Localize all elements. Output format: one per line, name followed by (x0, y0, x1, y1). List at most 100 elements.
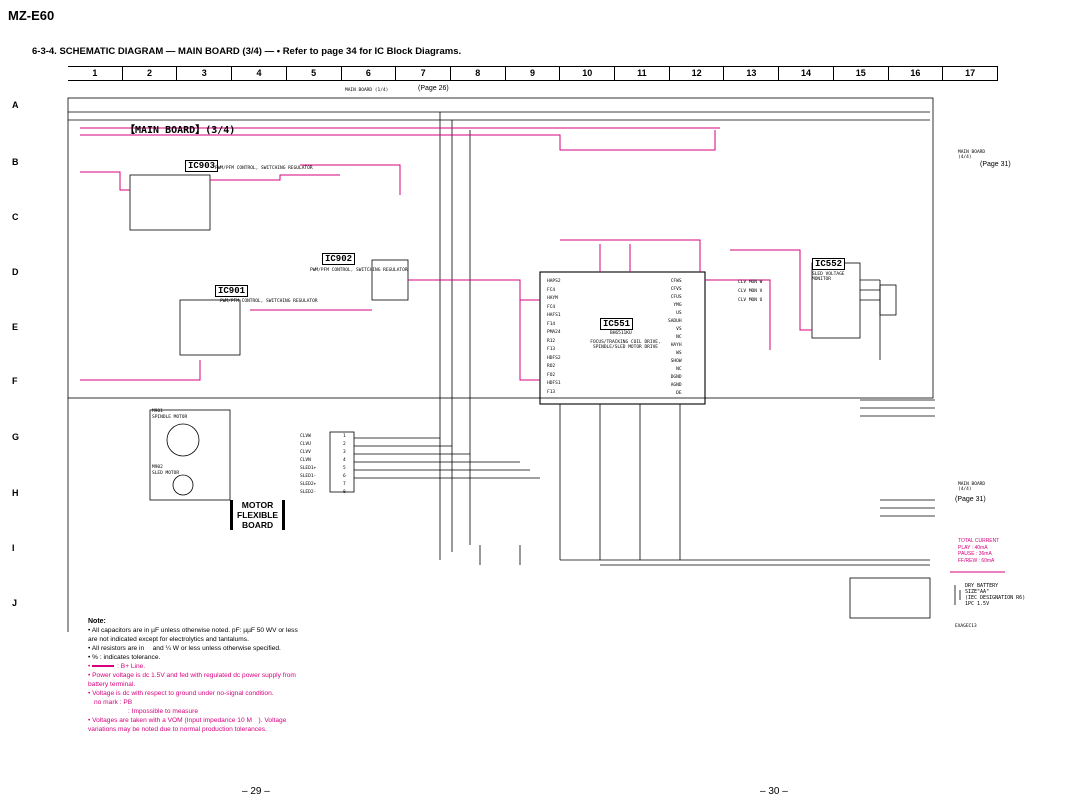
notes-title: Note: (88, 618, 106, 625)
connector-pin-name: SLED2- (300, 490, 317, 495)
note-item: • % : indicates tolerance. (88, 654, 161, 661)
column-label: 3 (177, 67, 233, 80)
connector-pin-number: 7 (343, 482, 346, 487)
pin-label: RO2 (547, 364, 556, 369)
notes-block: Note: • All capacitors are in µF unless … (88, 617, 298, 734)
row-label: G (12, 432, 20, 442)
row-label: H (12, 488, 19, 498)
page-number-left: – 29 – (242, 786, 270, 797)
pin-label: CFVS (670, 287, 682, 292)
column-label: 5 (287, 67, 342, 80)
ic551-part: BH6511KU (610, 331, 632, 336)
board-title: 【MAIN BOARD】(3/4) (125, 125, 236, 136)
connector-pin-number: 6 (343, 474, 346, 479)
note-item: • All resistors are in and ¼ W or less u… (88, 645, 281, 652)
column-label: 10 (560, 67, 616, 80)
row-label: E (12, 322, 19, 332)
column-label: 15 (834, 67, 889, 80)
battery-label: DRY BATTERY SIZE"AA" (IEC DESIGNATION R6… (965, 583, 1025, 607)
column-label: 13 (724, 67, 780, 80)
connector-pin-name: CLVN (300, 458, 311, 463)
pin-label: FC4 (547, 304, 556, 310)
m902-desc: SLED MOTOR (152, 471, 180, 476)
ic901-desc: PWM/PFM CONTROL, SWITCHING REGULATOR (220, 299, 318, 304)
total-current-ff: FF/REW : 60mA (958, 557, 995, 564)
m901-desc: SPINDLE MOTOR (152, 415, 188, 420)
pin-label: SADUH (668, 319, 682, 324)
total-current-play: PLAY : 40mA (958, 544, 988, 551)
column-label: 2 (123, 67, 178, 80)
pin-label: F13 (547, 347, 556, 352)
pin-label: CFUS (670, 295, 682, 300)
pin-label: HAFS1 (547, 313, 561, 318)
pin-label: DE (676, 391, 682, 396)
pin-label: CFWS (670, 279, 682, 284)
note-item: • Voltage is dc with respect to ground u… (88, 690, 274, 697)
connector-pin-name: CLVU (300, 442, 311, 447)
ic902-label: IC902 (322, 253, 356, 265)
flex-line-2: FLEXIBLE (237, 510, 279, 520)
connector-pin-number: 2 (343, 442, 346, 447)
pin-label: CLV MON W (738, 280, 763, 285)
pin-label: WS (676, 351, 682, 356)
right-link-1-label: MAIN BOARD (4/4) (958, 150, 986, 160)
ic901-label: IC901 (215, 285, 249, 297)
pin-label: F14 (547, 321, 556, 327)
ic551-label: IC551 (600, 318, 634, 330)
note-item: : Impossible to measure (128, 708, 198, 715)
connector-pin-number: 8 (343, 490, 346, 495)
total-current-pause: PAUSE : 36mA (958, 551, 992, 557)
column-label: 7 (396, 67, 451, 80)
row-label: A (12, 100, 19, 110)
drawing-code: EXAGEC13 (955, 624, 977, 629)
row-label: D (12, 267, 19, 277)
pin-label: DGND (670, 375, 682, 380)
top-link-label: MAIN BOARD (1/4) (345, 88, 389, 93)
battery-count: 1PC 1.5V (965, 601, 990, 607)
connector-pin-name: SLED1+ (300, 466, 317, 471)
pin-label: HDFS2 (547, 355, 561, 361)
battery-desc: (IEC DESIGNATION R6) (965, 595, 1026, 601)
ic902-desc: PWM/PFM CONTROL, SWITCHING REGULATOR (310, 268, 408, 273)
column-label: 17 (943, 67, 998, 80)
pin-label: HAYH (670, 343, 682, 348)
page-number-right: – 30 – (760, 786, 788, 797)
pin-label: FC4 (547, 287, 556, 293)
connector-pin-name: CLVV (300, 450, 311, 455)
column-label: 12 (670, 67, 725, 80)
section-heading: 6-3-4. SCHEMATIC DIAGRAM — MAIN BOARD (3… (32, 46, 462, 57)
pin-label: NC (676, 367, 682, 372)
pin-label: R12 (547, 338, 556, 344)
connector-pin-number: 1 (343, 434, 346, 439)
pin-label: SHOW (670, 359, 682, 364)
row-label: J (12, 598, 18, 608)
pin-label: CLV MON U (738, 298, 763, 303)
column-label: 16 (889, 67, 944, 80)
column-label: 9 (506, 67, 561, 80)
connector-pin-number: 5 (343, 466, 346, 471)
top-link-page: (Page 26) (418, 85, 449, 92)
row-label: C (12, 212, 19, 222)
note-item: • Voltages are taken with a VOM (Input i… (88, 717, 287, 733)
battery-size: SIZE"AA" (965, 589, 990, 595)
column-label: 14 (779, 67, 834, 80)
pin-label: HDFS1 (547, 381, 561, 386)
pin-label: VS (676, 327, 682, 332)
column-label: 11 (615, 67, 670, 80)
row-label: F (12, 376, 18, 386)
right-link-1-page: (Page 31) (980, 161, 1011, 168)
column-label: 4 (232, 67, 287, 80)
pin-label: US (676, 311, 682, 316)
connector-pin-number: 4 (343, 458, 346, 463)
row-label: B (12, 157, 19, 167)
battery-title: DRY BATTERY (965, 583, 999, 589)
ic551-desc: FOCUS/TRACKING COIL DRIVE, SPINDLE/SLED … (590, 340, 661, 350)
motor-flexible-board-label: MOTOR FLEXIBLE BOARD (230, 500, 286, 530)
total-current-legend: TOTAL CURRENT PLAY : 40mA PAUSE : 36mA F… (958, 538, 999, 564)
ic903-desc: PWM/PFM CONTROL, SWITCHING REGULATOR (215, 166, 313, 171)
